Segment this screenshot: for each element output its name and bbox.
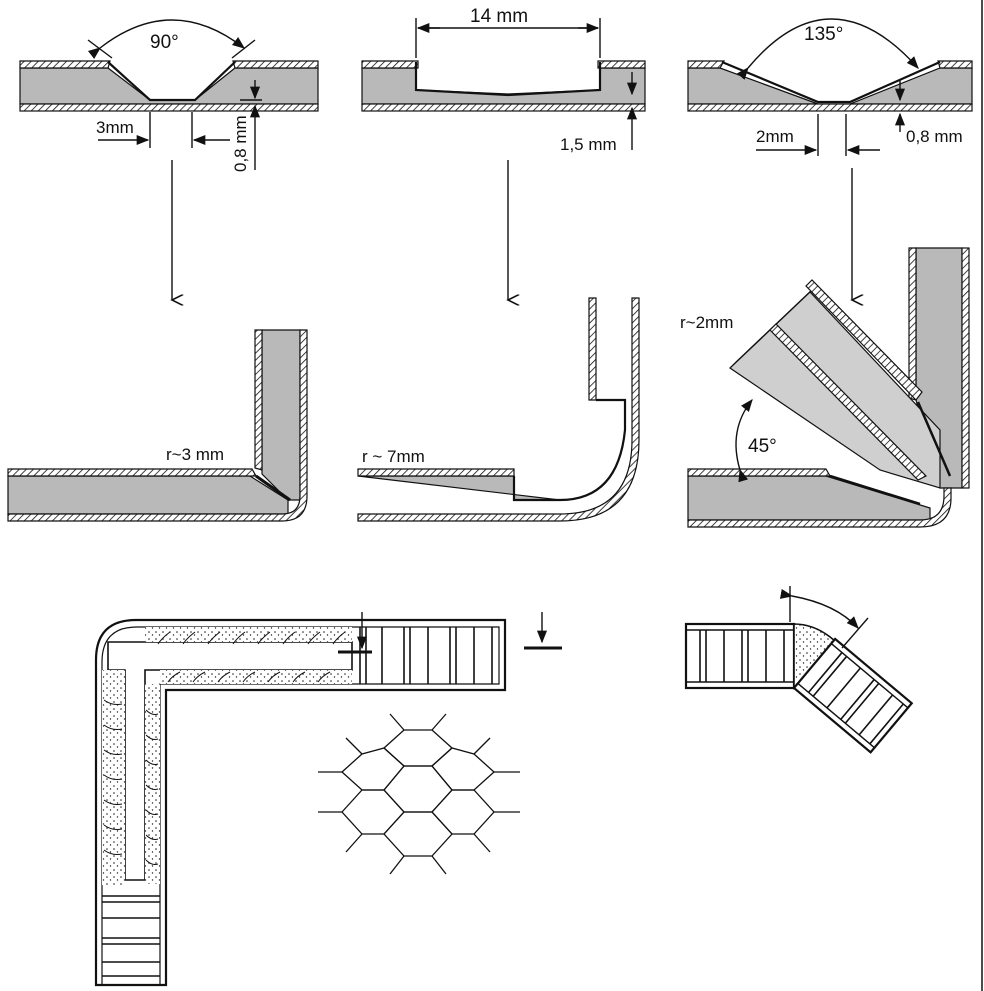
v-groove-90-panel xyxy=(19,19,319,170)
angle-90-label: 90° xyxy=(150,32,179,53)
angled-segment xyxy=(792,637,914,754)
angle-arc xyxy=(779,589,859,629)
top-skin-right xyxy=(937,60,973,69)
bottom-skin xyxy=(19,103,319,112)
top-skin xyxy=(7,468,258,477)
angled-honeycomb-panel xyxy=(684,586,914,754)
panel-segment xyxy=(684,622,796,690)
hex-stub xyxy=(431,855,447,875)
fold-7mm-result-panel xyxy=(357,297,640,522)
hex-cell xyxy=(341,747,405,791)
dim-0-8mm-label-b: 0,8 mm xyxy=(906,127,963,146)
dim-3mm-label: 3mm xyxy=(96,118,134,137)
hex-cell xyxy=(383,811,453,857)
outer-skin xyxy=(687,487,952,528)
hex-stub xyxy=(473,833,491,853)
cell-curves-horizontal xyxy=(157,631,346,683)
fold-90-result-panel xyxy=(7,329,308,522)
outer-skin xyxy=(961,247,970,489)
honeycomb-corner-panel xyxy=(94,612,562,987)
top-skin-left xyxy=(687,60,726,69)
groove-outline xyxy=(721,60,941,104)
adhesive-fill xyxy=(160,670,352,684)
core-block xyxy=(7,475,289,515)
outer-skin xyxy=(357,297,640,522)
cell-walls-horizontal xyxy=(359,627,493,684)
fold-crease xyxy=(916,401,952,477)
hex-stub xyxy=(345,833,363,853)
angle-45-label: 45° xyxy=(748,436,777,457)
radius-3mm-label: r~3 mm xyxy=(166,445,224,464)
dim-0-8mm-label-a: 0,8 mm xyxy=(231,115,250,172)
fold-135-result-panel xyxy=(687,247,970,528)
radius-7mm-label: r ~ 7mm xyxy=(362,447,425,466)
diag-skin-mid xyxy=(769,323,928,481)
inner-skin xyxy=(588,297,597,401)
fold-crease xyxy=(255,474,291,502)
adhesive-fill xyxy=(102,670,125,885)
groove-outline xyxy=(107,61,236,102)
radius-2mm-label: r~2mm xyxy=(680,313,733,332)
inner-skin xyxy=(908,247,917,401)
bottom-skin xyxy=(361,103,646,112)
top-skin-left xyxy=(19,60,111,69)
dim-2mm-label: 2mm xyxy=(756,127,794,146)
corner-inner-outline xyxy=(101,626,500,985)
dim-14mm-label: 14 mm xyxy=(470,6,528,27)
top-skin-left xyxy=(361,60,419,69)
angle-ext-left xyxy=(87,39,113,59)
dim-1-5mm-label: 1,5 mm xyxy=(560,135,617,154)
hex-cell xyxy=(383,765,453,813)
groove-outline xyxy=(414,62,602,97)
diag-skin-top xyxy=(805,279,923,401)
hex-cell xyxy=(431,789,495,835)
core-block xyxy=(261,329,301,501)
inner-skin xyxy=(254,329,263,471)
outer-skin xyxy=(7,329,308,522)
top-skin xyxy=(687,468,832,477)
core-block xyxy=(19,67,319,105)
hex-cell xyxy=(341,789,405,835)
hex-stub xyxy=(345,737,363,755)
fold-crease xyxy=(829,474,921,506)
inner-groove-outline xyxy=(512,398,627,502)
cell-walls xyxy=(699,630,785,682)
angle-arc xyxy=(735,399,753,483)
hex-stub xyxy=(431,713,447,731)
hex-cell xyxy=(383,729,453,767)
hex-cell-detail xyxy=(318,713,520,875)
angle-ext-right xyxy=(231,39,256,59)
bottom-skin xyxy=(687,103,973,112)
flat-groove-14mm-panel xyxy=(361,18,646,150)
top-skin-right xyxy=(597,60,646,69)
hex-stub xyxy=(389,713,405,731)
angle-arc xyxy=(736,18,919,80)
hex-stub xyxy=(473,737,491,755)
angle-135-label: 135° xyxy=(804,24,843,45)
core-block xyxy=(357,475,561,501)
cell-walls-vertical xyxy=(102,895,160,977)
adhesive-fill xyxy=(145,627,352,642)
angle-ext xyxy=(841,617,869,649)
adhesive-fill xyxy=(145,684,160,884)
top-skin-right xyxy=(232,60,319,69)
hex-cell xyxy=(431,747,495,791)
hex-stub xyxy=(389,855,405,875)
v-groove-135-panel xyxy=(687,18,973,156)
core-block xyxy=(361,67,646,105)
core-block xyxy=(687,67,973,105)
cell-curves-vertical xyxy=(103,699,159,865)
core-block xyxy=(687,475,931,521)
top-skin xyxy=(357,468,515,477)
angle-arc xyxy=(87,19,245,59)
